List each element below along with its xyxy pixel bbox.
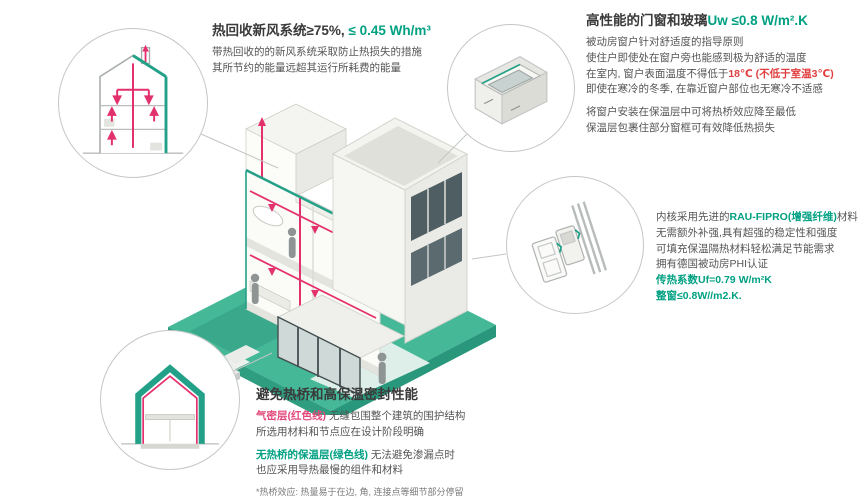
ventilation-title-green: ≤ 0.45 Wh/m³ (348, 23, 431, 38)
lower-window-band (411, 228, 462, 286)
upper-window-band (411, 172, 462, 241)
profile-line4: 拥有德国被动房PHI认证 (656, 258, 769, 271)
ventilation-detail-circle (58, 28, 208, 178)
occupant-figures (250, 227, 297, 304)
window-profile-icon (531, 201, 608, 283)
thermal-red-line1: 气密层(红色线) 无缝包围整个建筑的围护结构 (256, 409, 596, 425)
thermal-title: 避免热桥和高保温密封性能 (256, 387, 418, 402)
windows-line2: 使住户即使处在窗户旁也能感到极为舒适的温度 (586, 51, 807, 64)
windows-line5: 将窗户安装在保温层中可将热桥效应降至最低 (586, 106, 796, 119)
window-corner-circle (447, 24, 575, 152)
ventilation-body-line1: 带热回收的的新风系统采取防止热损失的措施 (212, 46, 422, 59)
insulation-detail-circle (100, 330, 240, 470)
thermal-red-line1-rest: 无缝包围整个建筑的围护结构 (326, 410, 466, 423)
glass-door-section (276, 294, 406, 397)
windows-line6: 保温层包裹住部分窗框可有效降低热损失 (586, 121, 775, 134)
thermal-green-line1-rest: 无法避免渗漏点时 (368, 448, 455, 461)
profile-line3: 可填充保温隔热材料轻松满足节能需求 (656, 242, 835, 255)
profile-line1-green: RAU-FIPRO(增强纤维) (729, 211, 837, 223)
right-block-volume (331, 117, 469, 344)
window-profile-circle (506, 176, 644, 314)
ventilation-title-dark: 热回收新风系统≥75%, (212, 23, 349, 38)
insulated-house-icon (121, 364, 219, 449)
windows-line3-red: 18℃ (不低于室温3℃) (728, 67, 834, 80)
profile-line1-prefix: 内核采用先进的 (656, 211, 730, 223)
window-corner-icon (473, 56, 549, 125)
ventilation-body-line2: 其所节约的能量远超其运行所耗费的能量 (212, 61, 401, 74)
ventilation-house-icon (82, 44, 184, 154)
profile-line5: 传热系数Uf=0.79 W/m²K (656, 274, 772, 286)
profile-line6: 整窗≤0.8W//m2.K. (656, 289, 742, 302)
profile-callout-text: 内核采用先进的RAU-FIPRO(增强纤维)材料 无需额外补强,具有超强的稳定性… (656, 210, 860, 305)
profile-line2: 无需额外补强,具有超强的稳定性和强度 (656, 226, 838, 239)
windows-title-green: Uw ≤0.8 W/m².K (707, 13, 808, 28)
thermal-red-line2: 所选用材料和节点应在设计阶段明确 (256, 425, 424, 438)
ventilation-title: 热回收新风系统≥75%, ≤ 0.45 Wh/m³ (212, 22, 478, 40)
insulation-layer-label: 无热桥的保温层(绿色线) (256, 448, 368, 461)
thermal-callout-text: 避免热桥和高保温密封性能 气密层(红色线) 无缝包围整个建筑的围护结构 所选用材… (256, 386, 596, 500)
thermal-green-line2: 也应采用导热最慢的组件和材料 (256, 464, 403, 477)
windows-title: 高性能的门窗和玻璃Uw ≤0.8 W/m².K (586, 12, 860, 30)
outdoor-figure (377, 352, 387, 384)
thermal-footnote: *热桥效应: 热量易于在边, 角, 连接点等细节部分停留 (256, 487, 464, 498)
airtight-layer-label: 气密层(红色线) (256, 410, 326, 423)
windows-line3: 在室内, 窗户表面温度不得低于18℃ (不低于室温3℃) (586, 67, 860, 83)
profile-line1: 内核采用先进的RAU-FIPRO(增强纤维)材料 (656, 210, 860, 226)
thermal-green-line1: 无热桥的保温层(绿色线) 无法避免渗漏点时 (256, 448, 596, 464)
profile-line1-suffix: 材料 (836, 211, 858, 223)
ventilation-callout-text: 热回收新风系统≥75%, ≤ 0.45 Wh/m³ 带热回收的的新风系统采取防止… (212, 22, 478, 77)
windows-callout-text: 高性能的门窗和玻璃Uw ≤0.8 W/m².K 被动房窗户针对舒适度的指导原则 … (586, 12, 860, 137)
windows-line4: 即使在寒冷的冬季, 在靠近窗户部位也无寒冷不适感 (586, 83, 823, 96)
windows-title-dark: 高性能的门窗和玻璃 (586, 13, 708, 28)
windows-line1: 被动房窗户针对舒适度的指导原则 (586, 36, 744, 49)
windows-line3-prefix: 在室内, 窗户表面温度不得低于 (586, 67, 729, 80)
